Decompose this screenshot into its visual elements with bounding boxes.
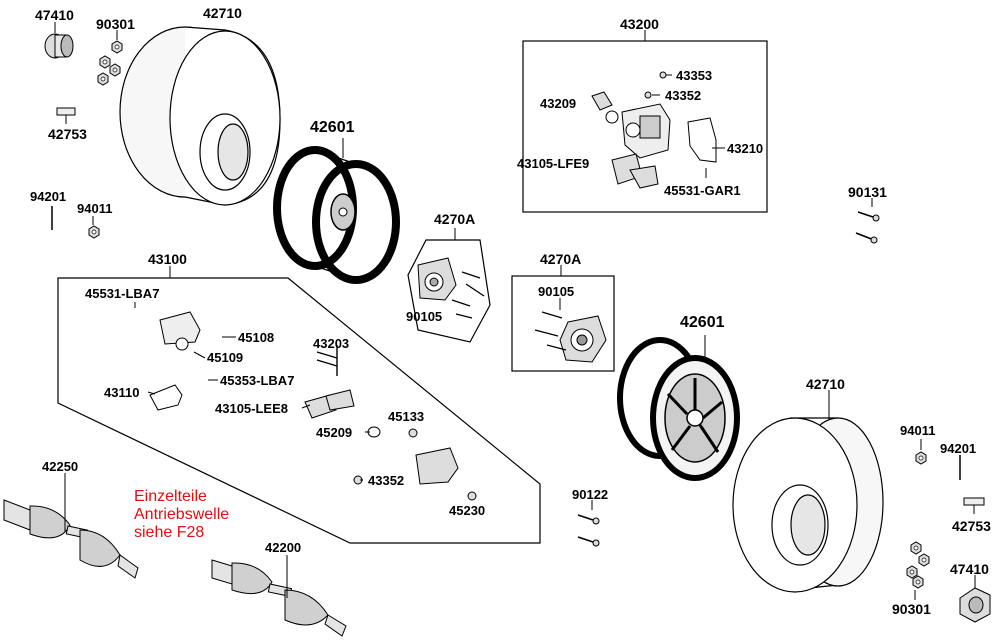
label-43353[interactable]: 43353 bbox=[676, 68, 713, 83]
label-42710-top[interactable]: 42710 bbox=[203, 5, 242, 21]
label-45133[interactable]: 45133 bbox=[388, 409, 425, 424]
tire-bottom-right bbox=[732, 417, 884, 593]
label-42601-top[interactable]: 42601 bbox=[310, 119, 355, 136]
label-42753-top[interactable]: 42753 bbox=[48, 126, 87, 142]
label-4270a-bottom[interactable]: 4270A bbox=[540, 251, 582, 267]
label-45230[interactable]: 45230 bbox=[449, 503, 486, 518]
label-42753-bottom[interactable]: 42753 bbox=[952, 518, 991, 534]
label-90105-top[interactable]: 90105 bbox=[406, 309, 443, 324]
box-43100 bbox=[57, 277, 541, 544]
hub-cap-top bbox=[44, 33, 74, 59]
label-43209[interactable]: 43209 bbox=[540, 96, 577, 111]
label-90301-top[interactable]: 90301 bbox=[96, 16, 135, 32]
label-94201-bottom[interactable]: 94201 bbox=[940, 441, 977, 456]
label-45209[interactable]: 45209 bbox=[316, 425, 353, 440]
label-43352-bottom[interactable]: 43352 bbox=[368, 473, 405, 488]
label-47410-bottom[interactable]: 47410 bbox=[950, 561, 989, 577]
label-43105-lee8[interactable]: 43105-LEE8 bbox=[215, 401, 288, 416]
label-43352-top[interactable]: 43352 bbox=[665, 88, 702, 103]
label-42601-bottom[interactable]: 42601 bbox=[680, 314, 725, 331]
label-90131[interactable]: 90131 bbox=[848, 184, 887, 200]
label-90301-bottom[interactable]: 90301 bbox=[892, 601, 931, 617]
driveshaft-reference-note: Einzelteile Antriebswelle siehe F28 bbox=[134, 488, 229, 542]
drive-shaft-42250 bbox=[3, 499, 139, 579]
label-43110[interactable]: 43110 bbox=[104, 385, 140, 400]
tire-top-left bbox=[119, 26, 281, 206]
label-42710-bottom[interactable]: 42710 bbox=[806, 376, 845, 392]
label-94011-bottom[interactable]: 94011 bbox=[900, 423, 936, 438]
label-43200[interactable]: 43200 bbox=[620, 16, 659, 32]
label-43100[interactable]: 43100 bbox=[148, 251, 187, 267]
rim-bottom bbox=[617, 337, 740, 481]
label-45108[interactable]: 45108 bbox=[238, 330, 275, 345]
label-45353-lba7[interactable]: 45353-LBA7 bbox=[220, 373, 295, 388]
label-94011-top[interactable]: 94011 bbox=[77, 201, 113, 216]
note-line-1: Einzelteile bbox=[134, 488, 207, 505]
label-4270a-top[interactable]: 4270A bbox=[434, 211, 476, 227]
label-42250[interactable]: 42250 bbox=[42, 459, 79, 474]
label-90122[interactable]: 90122 bbox=[572, 487, 609, 502]
label-45531-lba7[interactable]: 45531-LBA7 bbox=[85, 286, 160, 301]
label-42200[interactable]: 42200 bbox=[265, 540, 302, 555]
label-43105-lfe9[interactable]: 43105-LFE9 bbox=[517, 156, 590, 171]
label-43210[interactable]: 43210 bbox=[727, 141, 764, 156]
label-43203[interactable]: 43203 bbox=[313, 336, 350, 351]
drive-shaft-42200 bbox=[211, 559, 347, 637]
label-45109[interactable]: 45109 bbox=[207, 350, 244, 365]
note-line-3: siehe F28 bbox=[134, 523, 205, 541]
label-45531-gar1[interactable]: 45531-GAR1 bbox=[664, 183, 741, 198]
note-line-2: Antriebswelle bbox=[134, 505, 230, 523]
label-90105-bottom[interactable]: 90105 bbox=[538, 284, 575, 299]
label-47410-top[interactable]: 47410 bbox=[35, 7, 74, 23]
rim-top bbox=[273, 146, 400, 284]
label-94201-top[interactable]: 94201 bbox=[30, 189, 67, 204]
